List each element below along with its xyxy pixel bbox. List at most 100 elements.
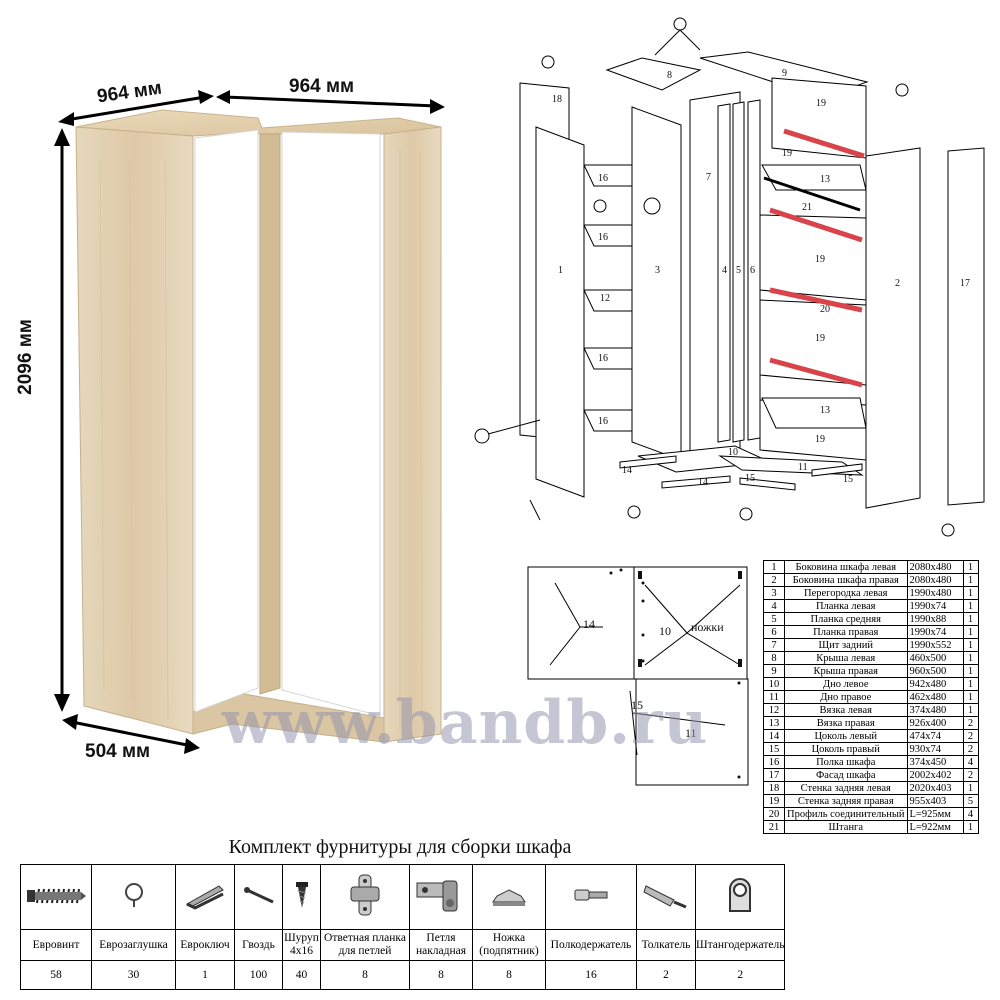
callout: 5 <box>736 265 741 276</box>
hardware-label: Гвоздь <box>234 929 283 961</box>
parts-cell-name: Планка средняя <box>784 612 908 626</box>
parts-cell-size: 1990х88 <box>906 612 964 626</box>
part-3-partition <box>631 106 682 461</box>
parts-cell-n: 19 <box>763 794 785 808</box>
parts-cell-n: 9 <box>763 664 785 678</box>
right-door <box>281 131 381 717</box>
parts-cell-qty: 1 <box>962 781 979 795</box>
hardware-icon-cell <box>282 864 321 930</box>
part-5-strip <box>732 101 745 443</box>
wardrobe-corner-post <box>259 133 281 695</box>
hardware-label: Евровинт <box>20 929 92 961</box>
parts-cell-n: 6 <box>763 625 785 639</box>
callout: 13 <box>820 174 830 185</box>
parts-cell-qty: 4 <box>962 755 979 769</box>
rod-holder-icon <box>724 878 756 916</box>
callout: 14 <box>698 477 708 488</box>
parts-cell-size: 1990х480 <box>906 586 964 600</box>
parts-cell-size: 930х74 <box>906 742 964 756</box>
hardware-label-line1: Шуруп <box>284 932 319 944</box>
parts-cell-name: Штанга <box>784 820 908 834</box>
exploded-assembly-drawing: 18 8 9 19 16 16 12 16 16 1 3 7 4 5 6 13 … <box>474 17 985 537</box>
wardrobe-illustration <box>54 90 445 754</box>
parts-cell-size: 474х74 <box>906 729 964 743</box>
part-15-plinth <box>739 477 796 491</box>
parts-cell-n: 5 <box>763 612 785 626</box>
hardware-label-line1: Полкодержатель <box>550 938 632 951</box>
parts-cell-qty: 1 <box>962 573 979 587</box>
parts-cell-name: Вязка левая <box>784 703 908 717</box>
part-10-detail <box>633 566 748 680</box>
callout: 19 <box>782 148 792 159</box>
callout: 20 <box>820 304 830 315</box>
parts-cell-name: Щит задний <box>784 638 908 652</box>
hardware-icon-cell <box>694 864 786 930</box>
callout: 17 <box>960 278 970 289</box>
wardrobe-right-side <box>383 126 442 743</box>
hardware-label-line1: Штангодержатель <box>696 938 785 951</box>
hardware-label: Штангодержатель <box>694 929 786 961</box>
hardware-icon-cell <box>175 864 235 930</box>
parts-cell-name: Боковина шкафа левая <box>784 560 908 574</box>
parts-cell-n: 7 <box>763 638 785 652</box>
base-detail-drawing: 14 10 ножки 15 11 <box>527 566 749 786</box>
detail-label-10: 10 <box>659 624 671 638</box>
hardware-count: 30 <box>91 960 176 990</box>
parts-cell-name: Дно правое <box>784 690 908 704</box>
parts-cell-qty: 1 <box>962 651 979 665</box>
parts-cell-qty: 1 <box>962 664 979 678</box>
hinge-icon <box>413 880 469 920</box>
hardware-count: 58 <box>20 960 92 990</box>
parts-cell-n: 4 <box>763 599 785 613</box>
left-door <box>194 129 259 713</box>
parts-cell-n: 3 <box>763 586 785 600</box>
detail-label-14: 14 <box>583 617 595 631</box>
callout: 13 <box>820 405 830 416</box>
parts-cell-name: Перегородка левая <box>784 586 908 600</box>
parts-cell-size: 1990х74 <box>906 599 964 613</box>
parts-cell-n: 14 <box>763 729 785 743</box>
hardware-count: 100 <box>234 960 283 990</box>
parts-cell-n: 8 <box>763 651 785 665</box>
parts-cell-qty: 1 <box>962 560 979 574</box>
part-14-plinth <box>619 455 677 469</box>
parts-cell-qty: 1 <box>962 625 979 639</box>
parts-cell-size: 1990х74 <box>906 625 964 639</box>
pusher-icon <box>642 885 690 913</box>
hardware-label: Евроключ <box>175 929 235 961</box>
parts-cell-name: Полка шкафа <box>784 755 908 769</box>
callout: 1 <box>558 265 563 276</box>
parts-cell-qty: 2 <box>962 768 979 782</box>
parts-cell-qty: 1 <box>962 820 979 834</box>
hardware-icon-cell <box>472 864 546 930</box>
parts-cell-qty: 1 <box>962 599 979 613</box>
callout: 6 <box>750 265 755 276</box>
parts-cell-size: L=922мм <box>906 820 964 834</box>
part-13-binding-right <box>761 397 867 429</box>
parts-cell-n: 1 <box>763 560 785 574</box>
hardware-label-line1: Толкатель <box>641 938 691 951</box>
parts-cell-size: 955х403 <box>906 794 964 808</box>
callout: 14 <box>622 465 632 476</box>
parts-cell-name: Цоколь правый <box>784 742 908 756</box>
hardware-count: 2 <box>694 960 786 990</box>
parts-cell-name: Крыша правая <box>784 664 908 678</box>
parts-cell-size: 2002х402 <box>906 768 964 782</box>
detail-label-15: 15 <box>631 698 643 712</box>
parts-cell-qty: 1 <box>962 612 979 626</box>
callout: 8 <box>667 70 672 81</box>
watermark: www.bandb.ru <box>222 688 709 758</box>
hardware-label-line2: накладная <box>415 945 467 957</box>
